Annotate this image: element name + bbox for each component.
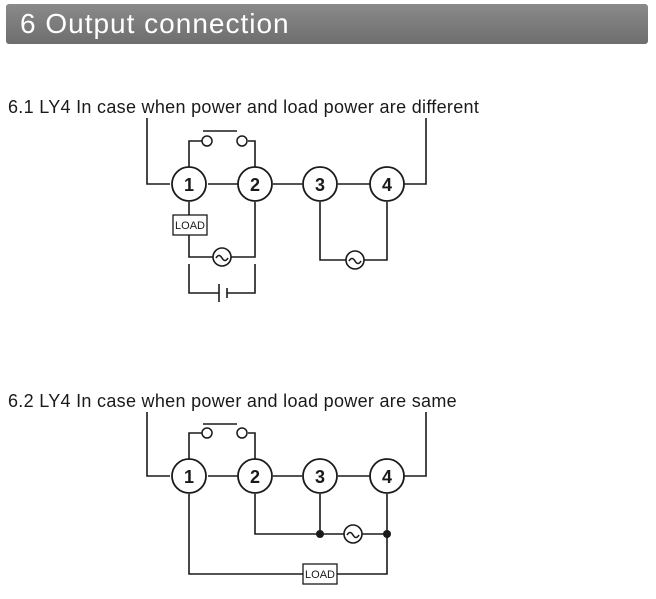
switch-wire-left-2 xyxy=(188,432,202,462)
switch-contact-1b xyxy=(236,135,248,147)
terminal-3: 3 xyxy=(302,166,338,202)
switch-contact-2a xyxy=(201,427,213,439)
terminal-2-label: 2 xyxy=(250,175,260,195)
terminal-1-label: 1 xyxy=(184,175,194,195)
lead-wire-right-1 xyxy=(404,118,427,185)
ac-wave-2 xyxy=(348,257,362,265)
dc-wire-left xyxy=(188,264,219,294)
terminal-1: 1 xyxy=(171,166,207,202)
terminal-3-label: 3 xyxy=(315,175,325,195)
diagram-2: LOAD 1 2 3 4 xyxy=(146,412,427,585)
terminal-2: 2 xyxy=(237,458,273,494)
section-heading: 6 Output connection xyxy=(20,8,290,39)
ac-wave-3 xyxy=(346,531,360,539)
section-header-bar: 6 Output connection xyxy=(6,4,648,44)
load-label-2: LOAD xyxy=(305,569,335,581)
lead-wire-right-2 xyxy=(404,412,427,477)
terminal-4-label: 4 xyxy=(382,467,392,487)
terminal-2-label: 2 xyxy=(250,467,260,487)
switch-wire-right-1 xyxy=(248,140,256,170)
switch-wire-right-2 xyxy=(248,432,256,462)
terminal-1: 1 xyxy=(171,458,207,494)
load-wire-bottom-1 xyxy=(188,235,213,258)
terminal-4-label: 4 xyxy=(382,175,392,195)
switch-contact-1a xyxy=(201,135,213,147)
loop-wire-left-1 xyxy=(319,202,346,261)
terminal-2: 2 xyxy=(237,166,273,202)
terminal-1-label: 1 xyxy=(184,467,194,487)
terminal-4: 4 xyxy=(369,166,405,202)
ac-wire-right-1 xyxy=(231,202,256,258)
diagram-2-title: 6.2 LY4 In case when power and load powe… xyxy=(8,391,457,411)
diagram-1: LOAD 1 2 3 4 xyxy=(146,118,427,302)
loop-wire-right-1 xyxy=(364,202,388,261)
load-label-1: LOAD xyxy=(175,220,205,232)
lead-wire-left-2 xyxy=(146,412,170,477)
junction-dot xyxy=(316,530,324,538)
terminal-4: 4 xyxy=(369,458,405,494)
source-wire-left-2 xyxy=(254,494,320,535)
ac-wave-1 xyxy=(215,254,229,262)
diagram-1-title: 6.1 LY4 In case when power and load powe… xyxy=(8,97,480,117)
dc-wire-right xyxy=(227,264,256,294)
terminal-3: 3 xyxy=(302,458,338,494)
switch-wire-left-1 xyxy=(188,140,202,170)
terminal-3-label: 3 xyxy=(315,467,325,487)
load-wire-left-2 xyxy=(188,494,303,575)
lead-wire-left-1 xyxy=(146,118,170,185)
switch-contact-2b xyxy=(236,427,248,439)
load-box-1 xyxy=(172,214,208,236)
load-wire-right-2 xyxy=(337,534,388,575)
